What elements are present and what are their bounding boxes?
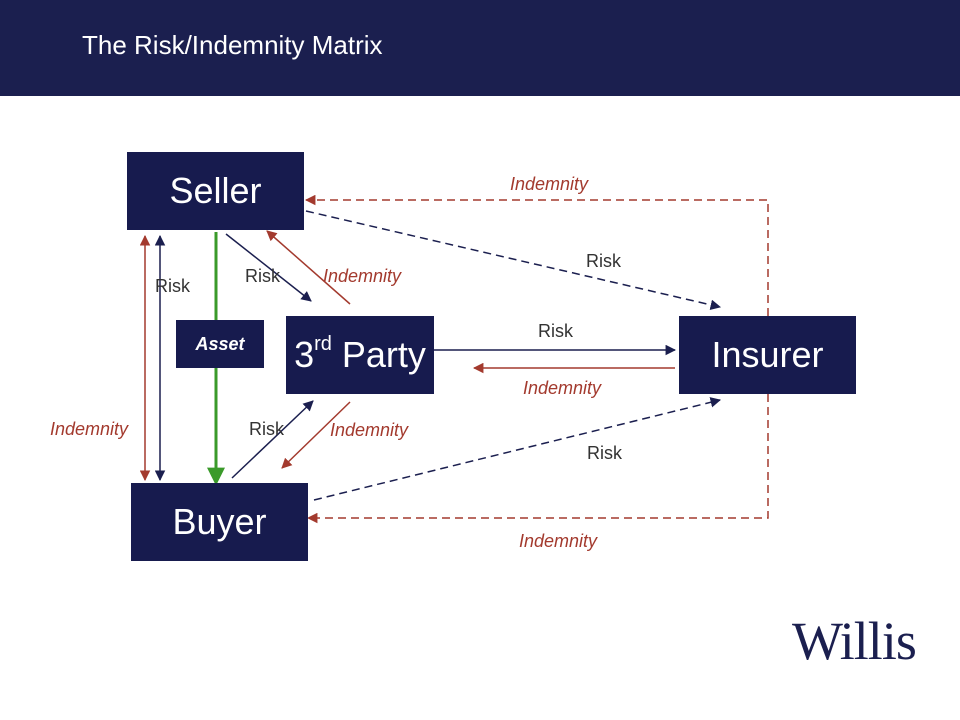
risk-label-buyer-insurer: Risk (587, 443, 622, 463)
risk-label-buyer-third: Risk (249, 419, 284, 439)
willis-logo: Willis (792, 611, 917, 671)
indemnity-label-insurer-third: Indemnity (523, 378, 602, 398)
risk-arrow-seller-insurer (305, 210, 722, 310)
seller-box: Seller (127, 152, 304, 230)
risk-label-seller-buyer: Risk (155, 276, 190, 296)
risk-arrow-buyer-third (231, 400, 314, 479)
risk-arrow-seller-third (225, 233, 312, 302)
insurer-label: Insurer (711, 334, 824, 375)
risk-label-seller-insurer: Risk (586, 251, 621, 271)
indemnity-arrow-third-buyer (281, 401, 351, 469)
header-bar: The Risk/Indemnity Matrix (0, 0, 960, 96)
buyer-box: Buyer (131, 483, 308, 561)
asset-box: Asset (176, 320, 264, 368)
risk-label-third-insurer: Risk (538, 321, 573, 341)
indemnity-arrow-insurer-buyer (306, 394, 769, 524)
third-party-box: 3rd Party (286, 316, 434, 394)
third-party-label: 3rd Party (294, 333, 426, 375)
indemnity-label-third-buyer: Indemnity (330, 420, 409, 440)
indemnity-label-third-seller: Indemnity (323, 266, 402, 286)
indemnity-label-bottom: Indemnity (519, 531, 598, 551)
insurer-box: Insurer (679, 316, 856, 394)
indemnity-label-top: Indemnity (510, 174, 589, 194)
page-title: The Risk/Indemnity Matrix (82, 30, 383, 60)
risk-label-seller-third: Risk (245, 266, 280, 286)
indemnity-label-seller-buyer: Indemnity (50, 419, 129, 439)
indemnity-arrow-insurer-seller (304, 194, 769, 316)
risk-arrow-buyer-insurer (313, 397, 722, 501)
indemnity-arrow-third-seller (266, 230, 351, 305)
seller-label: Seller (169, 170, 262, 211)
buyer-label: Buyer (172, 501, 267, 542)
